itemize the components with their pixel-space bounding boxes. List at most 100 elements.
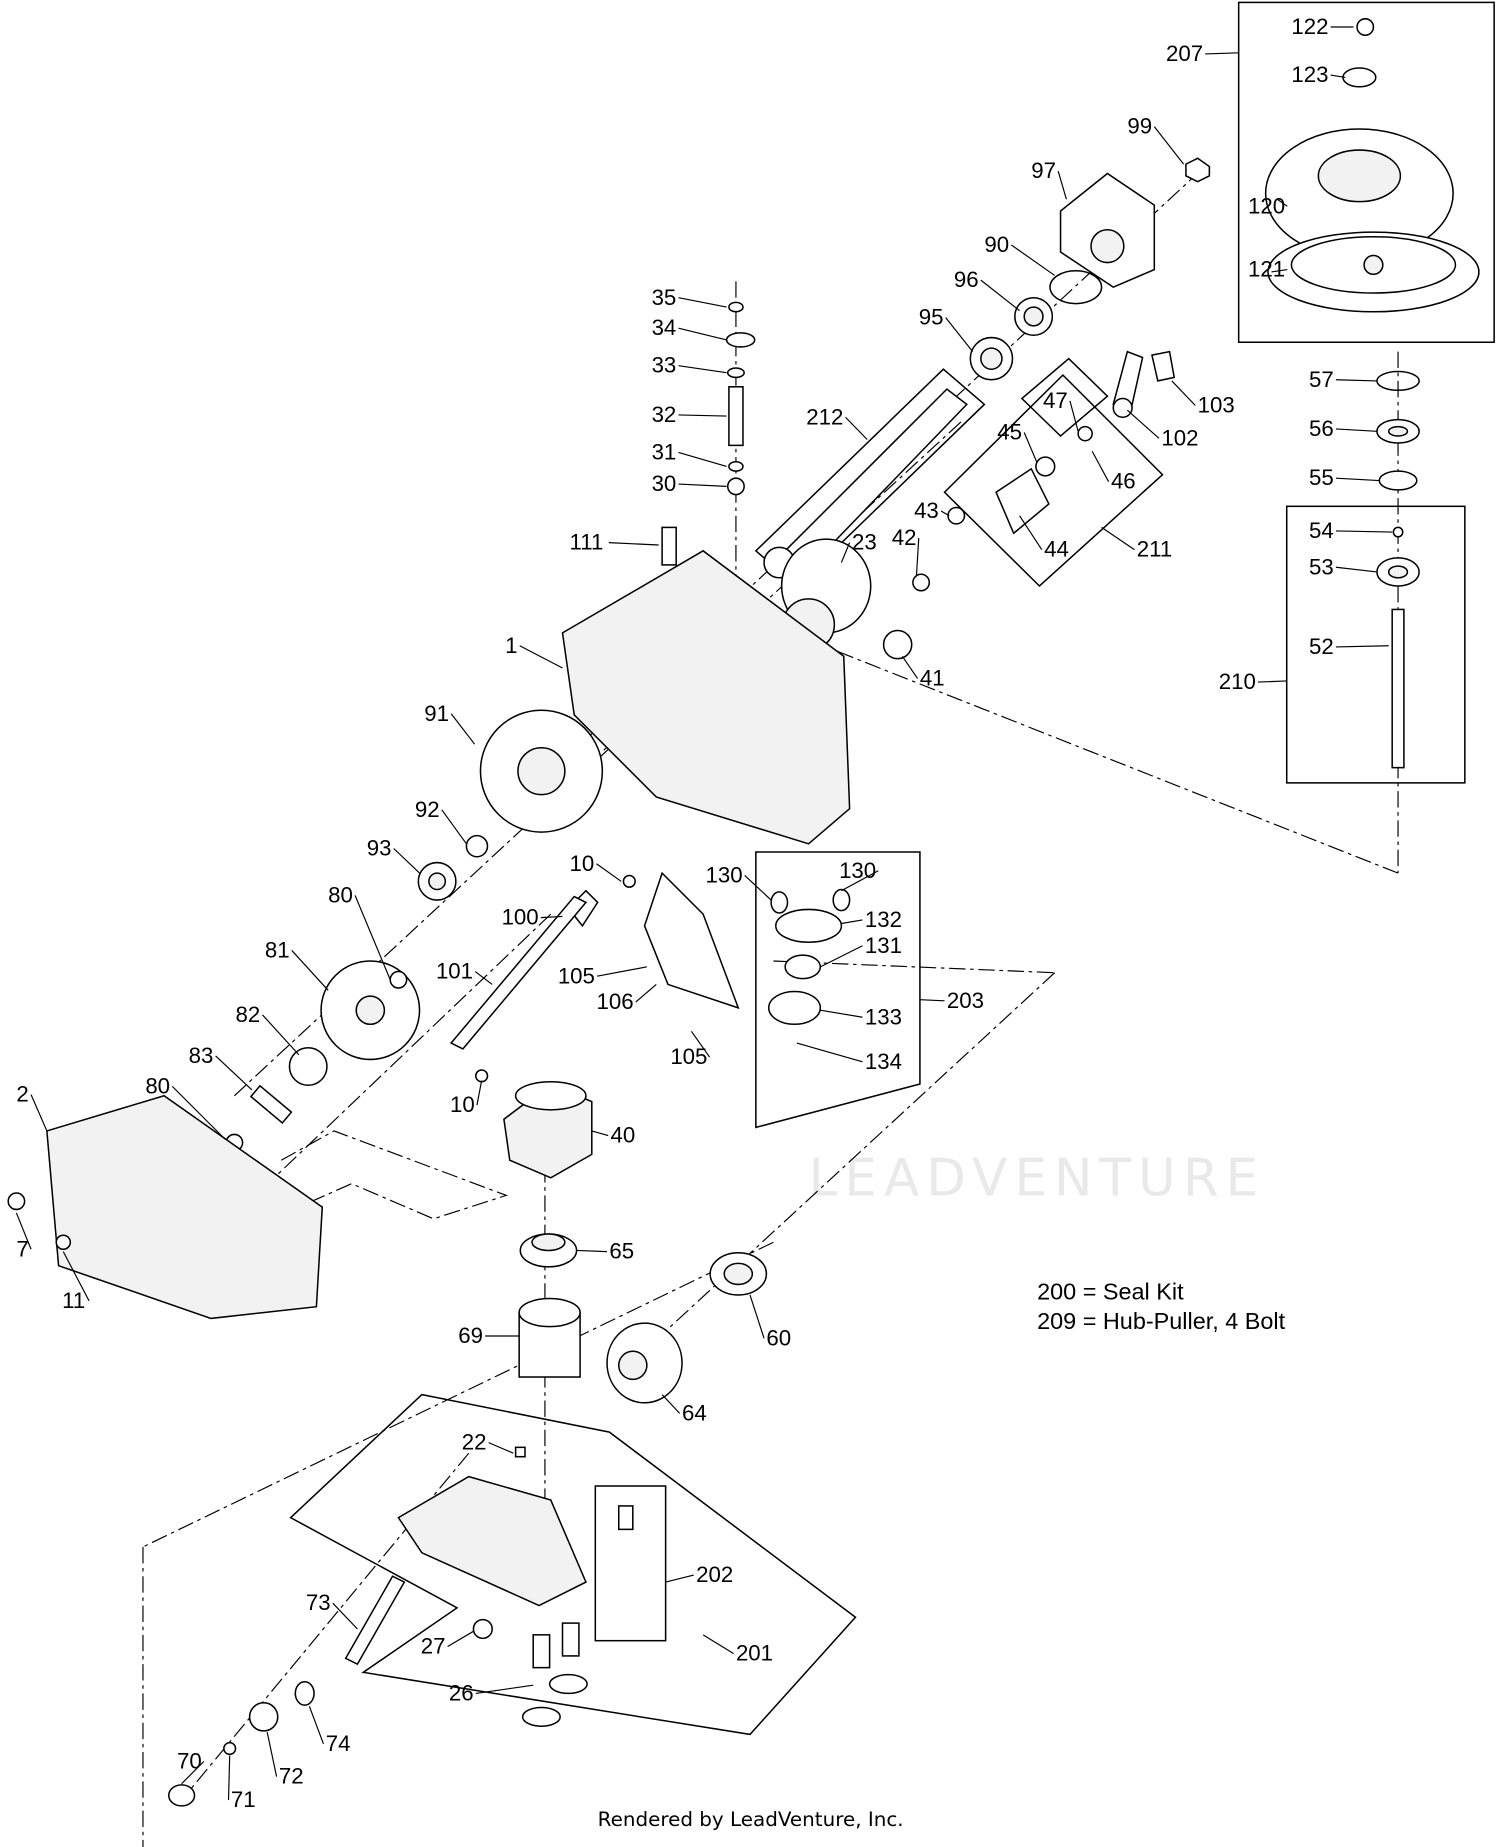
callout-32[interactable]: 32: [652, 402, 677, 427]
callout-82[interactable]: 82: [236, 1002, 261, 1027]
callout-106[interactable]: 106: [596, 989, 633, 1014]
callout-103[interactable]: 103: [1198, 393, 1235, 418]
seal-92: [465, 834, 489, 858]
callout-211[interactable]: 211: [1137, 537, 1172, 562]
callout-203[interactable]: 203: [947, 988, 984, 1013]
callout-45[interactable]: 45: [997, 420, 1022, 445]
callout-202[interactable]: 202: [696, 1562, 733, 1587]
callout-leader: [1335, 645, 1389, 648]
callout-11[interactable]: 11: [62, 1288, 85, 1313]
callout-130[interactable]: 130: [705, 862, 742, 887]
callout-leader: [1335, 566, 1378, 573]
callout-42[interactable]: 42: [892, 525, 917, 550]
callout-57[interactable]: 57: [1309, 367, 1334, 392]
callout-7[interactable]: 7: [16, 1236, 28, 1261]
callout-leader: [945, 317, 974, 352]
callout-121[interactable]: 121: [1248, 257, 1285, 282]
bracket-106: [643, 871, 740, 1010]
callout-92[interactable]: 92: [415, 797, 440, 822]
callout-133[interactable]: 133: [865, 1004, 902, 1029]
callout-31[interactable]: 31: [652, 439, 677, 464]
callout-83[interactable]: 83: [189, 1043, 214, 1068]
callout-210[interactable]: 210: [1219, 669, 1256, 694]
seal-41: [882, 629, 913, 660]
seal-56: [1376, 418, 1420, 444]
callout-70[interactable]: 70: [177, 1748, 202, 1773]
callout-74[interactable]: 74: [326, 1731, 351, 1756]
seal-65: [519, 1233, 578, 1268]
callout-47[interactable]: 47: [1043, 388, 1068, 413]
callout-123[interactable]: 123: [1291, 62, 1328, 87]
callout-53[interactable]: 53: [1309, 554, 1334, 579]
callout-101[interactable]: 101: [436, 959, 473, 984]
callout-102[interactable]: 102: [1161, 425, 1198, 450]
callout-44[interactable]: 44: [1044, 537, 1069, 562]
callout-120[interactable]: 120: [1248, 193, 1285, 218]
callout-leader: [475, 1684, 534, 1695]
callout-72[interactable]: 72: [279, 1764, 304, 1789]
callout-41[interactable]: 41: [920, 666, 945, 691]
callout-23[interactable]: 23: [852, 530, 877, 555]
callout-64[interactable]: 64: [682, 1400, 707, 1425]
callout-43[interactable]: 43: [914, 498, 939, 523]
callout-60[interactable]: 60: [766, 1325, 791, 1350]
pulley-121: [1267, 231, 1480, 313]
callout-54[interactable]: 54: [1309, 518, 1334, 543]
ring-90: [1049, 270, 1103, 305]
center-section: [397, 1475, 587, 1607]
callout-26[interactable]: 26: [449, 1680, 474, 1705]
callout-22[interactable]: 22: [462, 1430, 487, 1455]
callout-96[interactable]: 96: [954, 267, 979, 292]
callout-46[interactable]: 46: [1111, 469, 1136, 494]
box-210: [1285, 505, 1466, 784]
callout-90[interactable]: 90: [984, 232, 1009, 257]
arm-100: [567, 889, 599, 928]
callout-71[interactable]: 71: [231, 1787, 256, 1812]
callout-93[interactable]: 93: [367, 836, 392, 861]
callout-95[interactable]: 95: [919, 305, 944, 330]
callout-105[interactable]: 105: [670, 1044, 707, 1069]
callout-2[interactable]: 2: [16, 1082, 28, 1107]
callout-132[interactable]: 132: [865, 907, 902, 932]
callout-leader: [474, 971, 493, 985]
callout-52[interactable]: 52: [1309, 634, 1334, 659]
callout-leader: [393, 848, 420, 874]
callout-91[interactable]: 91: [424, 701, 449, 726]
callout-97[interactable]: 97: [1031, 158, 1056, 183]
callout-55[interactable]: 55: [1309, 465, 1334, 490]
callout-99[interactable]: 99: [1127, 114, 1152, 139]
shaft-32: [725, 301, 756, 496]
callout-212[interactable]: 212: [806, 404, 843, 429]
callout-65[interactable]: 65: [609, 1239, 634, 1264]
callout-40[interactable]: 40: [611, 1123, 636, 1148]
callout-30[interactable]: 30: [652, 471, 677, 496]
callout-leader: [1335, 530, 1393, 533]
callout-10[interactable]: 10: [570, 851, 595, 876]
callout-33[interactable]: 33: [652, 353, 677, 378]
callout-56[interactable]: 56: [1309, 416, 1334, 441]
callout-100[interactable]: 100: [502, 905, 539, 930]
washer-10b: [475, 1069, 489, 1083]
callout-69[interactable]: 69: [458, 1323, 483, 1348]
callout-201[interactable]: 201: [736, 1641, 773, 1666]
callout-80[interactable]: 80: [145, 1073, 170, 1098]
callout-34[interactable]: 34: [652, 315, 677, 340]
callout-105[interactable]: 105: [558, 963, 595, 988]
callout-leader: [596, 966, 647, 977]
callout-10[interactable]: 10: [450, 1092, 475, 1117]
callout-122[interactable]: 122: [1291, 14, 1328, 39]
callout-27[interactable]: 27: [421, 1634, 446, 1659]
callout-1[interactable]: 1: [505, 633, 517, 658]
ring-74: [294, 1680, 315, 1706]
callout-207[interactable]: 207: [1166, 41, 1203, 66]
callout-81[interactable]: 81: [265, 937, 290, 962]
callout-130[interactable]: 130: [839, 858, 876, 883]
callout-73[interactable]: 73: [306, 1590, 331, 1615]
callout-leader: [1057, 170, 1067, 200]
callout-111[interactable]: 111: [570, 530, 604, 555]
valve-26a: [532, 1634, 551, 1669]
callout-134[interactable]: 134: [865, 1049, 902, 1074]
callout-35[interactable]: 35: [652, 285, 677, 310]
callout-131[interactable]: 131: [865, 933, 902, 958]
callout-80[interactable]: 80: [328, 882, 353, 907]
